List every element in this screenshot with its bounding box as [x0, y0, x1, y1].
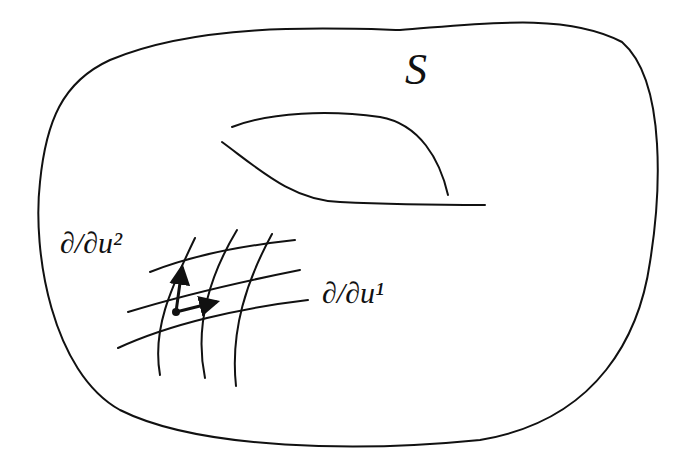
coordinate-line [118, 300, 308, 348]
vector-label: ∂/∂u¹ [322, 278, 384, 308]
surface-outline [38, 23, 657, 447]
point [172, 308, 180, 316]
coordinate-line [128, 270, 300, 312]
vector-label: ∂/∂u² [60, 228, 122, 258]
tangent-arrow [176, 302, 216, 312]
surface-name: S [405, 48, 427, 92]
hole-lower-edge [222, 142, 485, 205]
tangent-arrow [176, 268, 182, 312]
hole-upper-edge [232, 113, 448, 195]
coordinate-line [150, 240, 295, 272]
